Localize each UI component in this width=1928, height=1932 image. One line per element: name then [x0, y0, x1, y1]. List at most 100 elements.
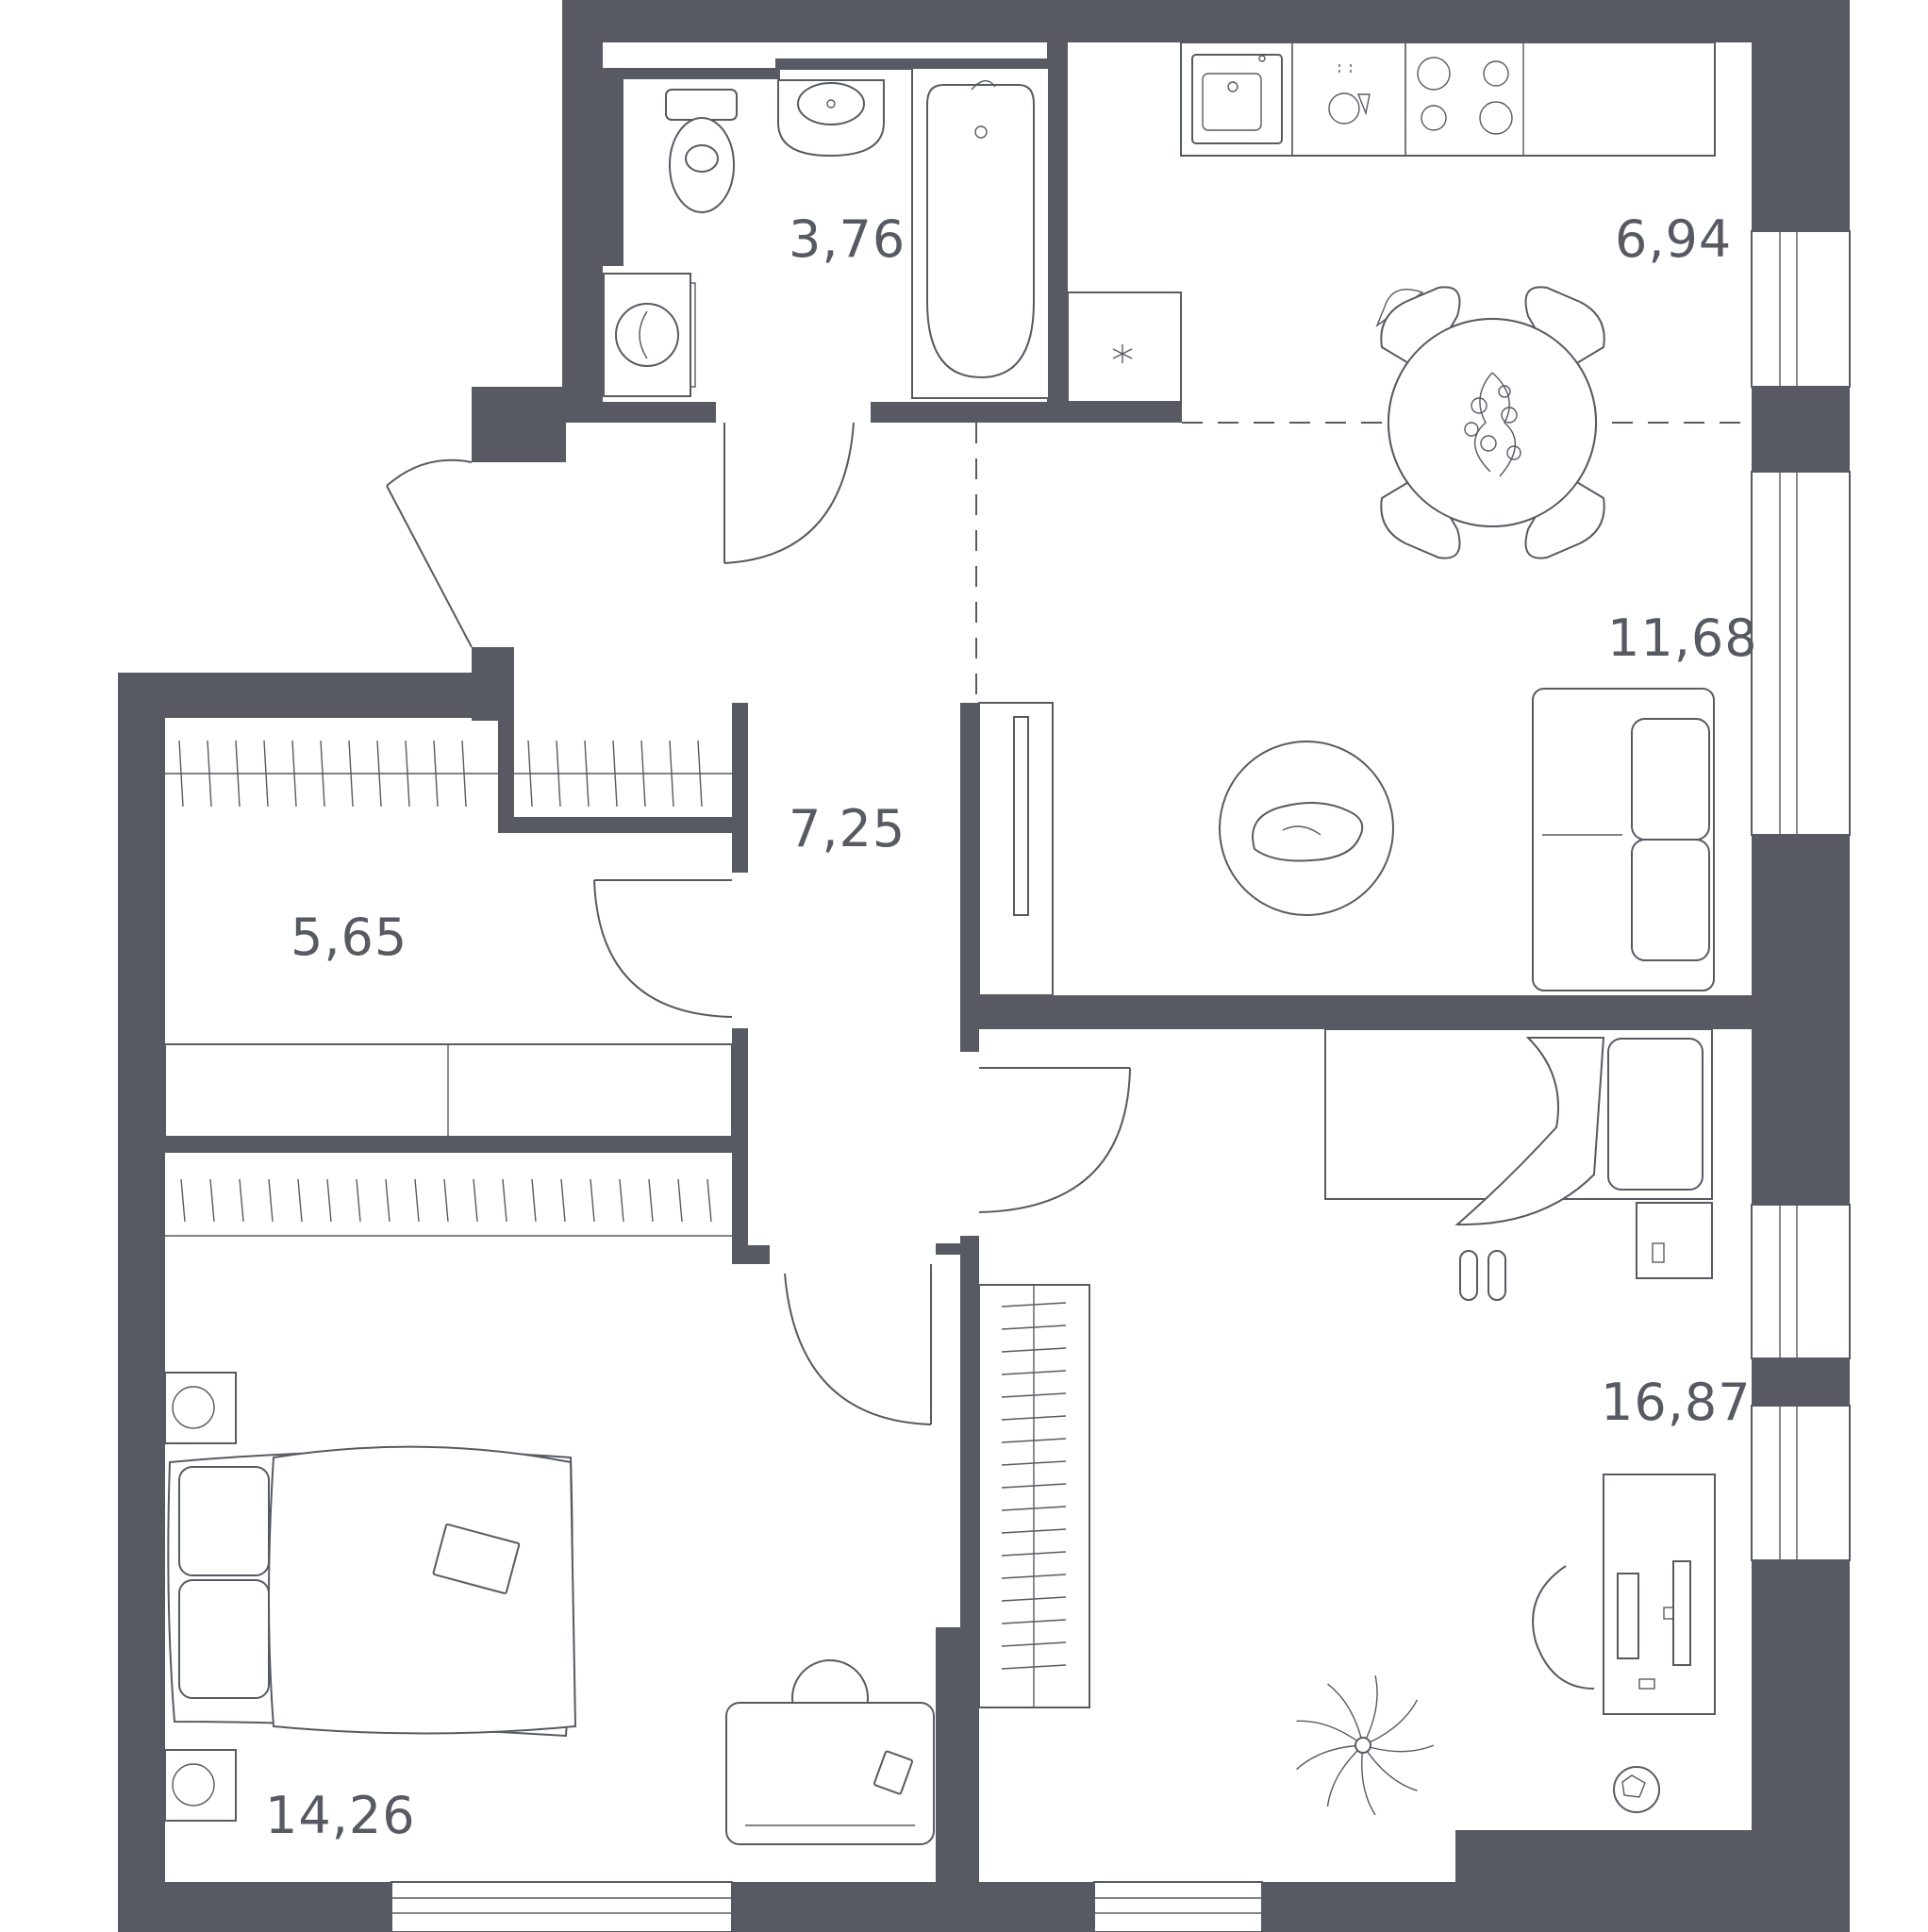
computer-icon [1617, 1560, 1691, 1690]
hanger-line [560, 1178, 566, 1223]
palm-leaf [1362, 1699, 1419, 1746]
hanger-line [1001, 1641, 1067, 1647]
chair-icon [1532, 1565, 1595, 1690]
hanger-line [640, 740, 646, 808]
palm-leaf [1362, 1744, 1435, 1753]
hanger-line [1001, 1596, 1067, 1602]
hanger-line [1001, 1392, 1067, 1398]
hanger-line [1001, 1528, 1067, 1534]
hanger-line [502, 1178, 507, 1223]
kitchen: 6,94 [1067, 42, 1732, 403]
double-bed-icon [167, 1445, 577, 1738]
hanger-line [531, 1178, 537, 1223]
hanger-line [180, 1178, 186, 1223]
hanger-line [209, 1178, 215, 1223]
window-icon [1751, 230, 1851, 388]
palm-leaf [1362, 1744, 1418, 1791]
hanger-line [1001, 1438, 1067, 1443]
hanger-line [385, 1178, 391, 1223]
palm-leaf [1362, 1674, 1378, 1746]
hanger-line [697, 740, 703, 808]
hanger-line [1001, 1302, 1067, 1307]
wardrobe-icon [164, 1043, 733, 1138]
wardrobe-icon [978, 1284, 1090, 1708]
hallway: 7,25 [789, 799, 906, 858]
hanger-line [263, 740, 269, 808]
hanger-line [1001, 1619, 1067, 1624]
hanger-line [376, 740, 382, 808]
hanger-line [669, 740, 674, 808]
hanger-line [584, 740, 590, 808]
hanger-line [590, 1178, 595, 1223]
single-bed-icon [1324, 1028, 1713, 1226]
hanger-line [706, 1178, 712, 1223]
kitchen-sink-icon [1180, 42, 1293, 157]
hanger-line [619, 1178, 624, 1223]
hanger-line [414, 1178, 420, 1223]
hanger-line [473, 1178, 478, 1223]
sofa-icon [1532, 688, 1715, 991]
chair-icon [1524, 471, 1605, 559]
palm-leaf [1360, 1744, 1376, 1816]
palm-leaf [1327, 1683, 1364, 1746]
hanger-line [348, 740, 354, 808]
hanger-line [356, 1178, 361, 1223]
hanger-line [178, 740, 184, 808]
hanger-line [1001, 1324, 1067, 1330]
houseplant-icon [1464, 372, 1521, 477]
window-icon [391, 1881, 733, 1932]
door-icon [723, 422, 855, 564]
living-room: 11,68 [978, 608, 1758, 996]
door-icon [978, 1067, 1131, 1213]
hanger-line [320, 740, 325, 808]
chair-icon [1380, 286, 1461, 375]
soccer-ball-icon [1613, 1766, 1660, 1813]
bathtub-icon [911, 67, 1050, 399]
room-area-living-room: 11,68 [1607, 608, 1758, 668]
hanger-line [1001, 1551, 1067, 1557]
door-icon [784, 1264, 932, 1425]
chair-icon [1380, 471, 1461, 559]
room-area-bedroom-left: 14,26 [265, 1786, 416, 1845]
doors [386, 422, 1131, 1425]
window-icon [1751, 471, 1851, 836]
nightstand-icon [164, 1372, 237, 1444]
palm-leaf [1326, 1744, 1364, 1807]
hanger-line [297, 1178, 303, 1223]
hanger-line [612, 740, 618, 808]
fridge-icon [1067, 291, 1182, 403]
houseplant-icon [1296, 1674, 1435, 1816]
hanger-line [1001, 1370, 1067, 1375]
tv-stand-icon [978, 702, 1054, 996]
hanger-line [207, 740, 212, 808]
bedroom-left: 14,26 [164, 1178, 935, 1845]
bedroom-right: 16,87 [978, 1028, 1752, 1816]
hanger-line [527, 740, 533, 808]
room-area-bedroom-right: 16,87 [1601, 1373, 1752, 1432]
washbasin-icon [777, 79, 885, 158]
palm-leaf [1296, 1744, 1364, 1771]
hanger-line [1001, 1460, 1067, 1466]
hanger-line [677, 1178, 683, 1223]
cooktop-icon [1404, 42, 1524, 157]
room-area-hallway: 7,25 [789, 799, 906, 858]
hanger-line [1001, 1574, 1067, 1579]
hanger-line [1001, 1483, 1067, 1489]
nightstand-icon [164, 1749, 237, 1822]
window-icon [1751, 1405, 1851, 1561]
hanger-line [235, 740, 241, 808]
room-area-bathroom: 3,76 [789, 209, 906, 269]
hanger-line [648, 1178, 654, 1223]
palm-leaf [1296, 1720, 1364, 1746]
bathroom: 3,76 [603, 67, 1050, 399]
dining-table-icon [1375, 286, 1605, 559]
window-icon [1093, 1881, 1263, 1932]
sleeping-dog-icon [1252, 802, 1364, 862]
hanger-line [326, 1178, 332, 1223]
nightstand-icon [1636, 1202, 1713, 1279]
chair-icon [1524, 286, 1605, 375]
door-icon [386, 458, 473, 648]
hanger-line [1001, 1506, 1067, 1511]
room-area-kitchen: 6,94 [1615, 209, 1732, 269]
